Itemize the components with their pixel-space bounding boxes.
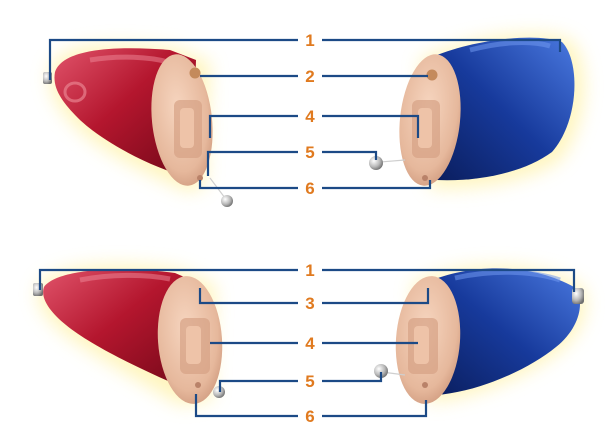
top-callout-numbers: 1 2 4 5 6 [305, 31, 315, 198]
bottom-leader-lines [38, 268, 576, 418]
top-left-hearing-aid [43, 44, 233, 207]
bottom-left-hearing-aid [33, 265, 225, 405]
bottom-callout-1: 1 [305, 261, 314, 280]
top-callout-4: 4 [305, 107, 315, 126]
top-leader-lines [48, 38, 562, 190]
bottom-callout-numbers: 1 3 4 5 6 [305, 261, 315, 426]
top-callout-2: 2 [305, 67, 314, 86]
top-callout-1: 1 [305, 31, 314, 50]
bottom-callout-4: 4 [305, 334, 315, 353]
bottom-right-hearing-aid [374, 266, 586, 404]
bottom-callout-6: 6 [305, 407, 314, 426]
top-callout-6: 6 [305, 179, 314, 198]
bottom-callout-3: 3 [305, 294, 314, 313]
top-callout-5: 5 [305, 143, 314, 162]
top-right-hearing-aid [369, 34, 584, 189]
bottom-callout-5: 5 [305, 372, 314, 391]
